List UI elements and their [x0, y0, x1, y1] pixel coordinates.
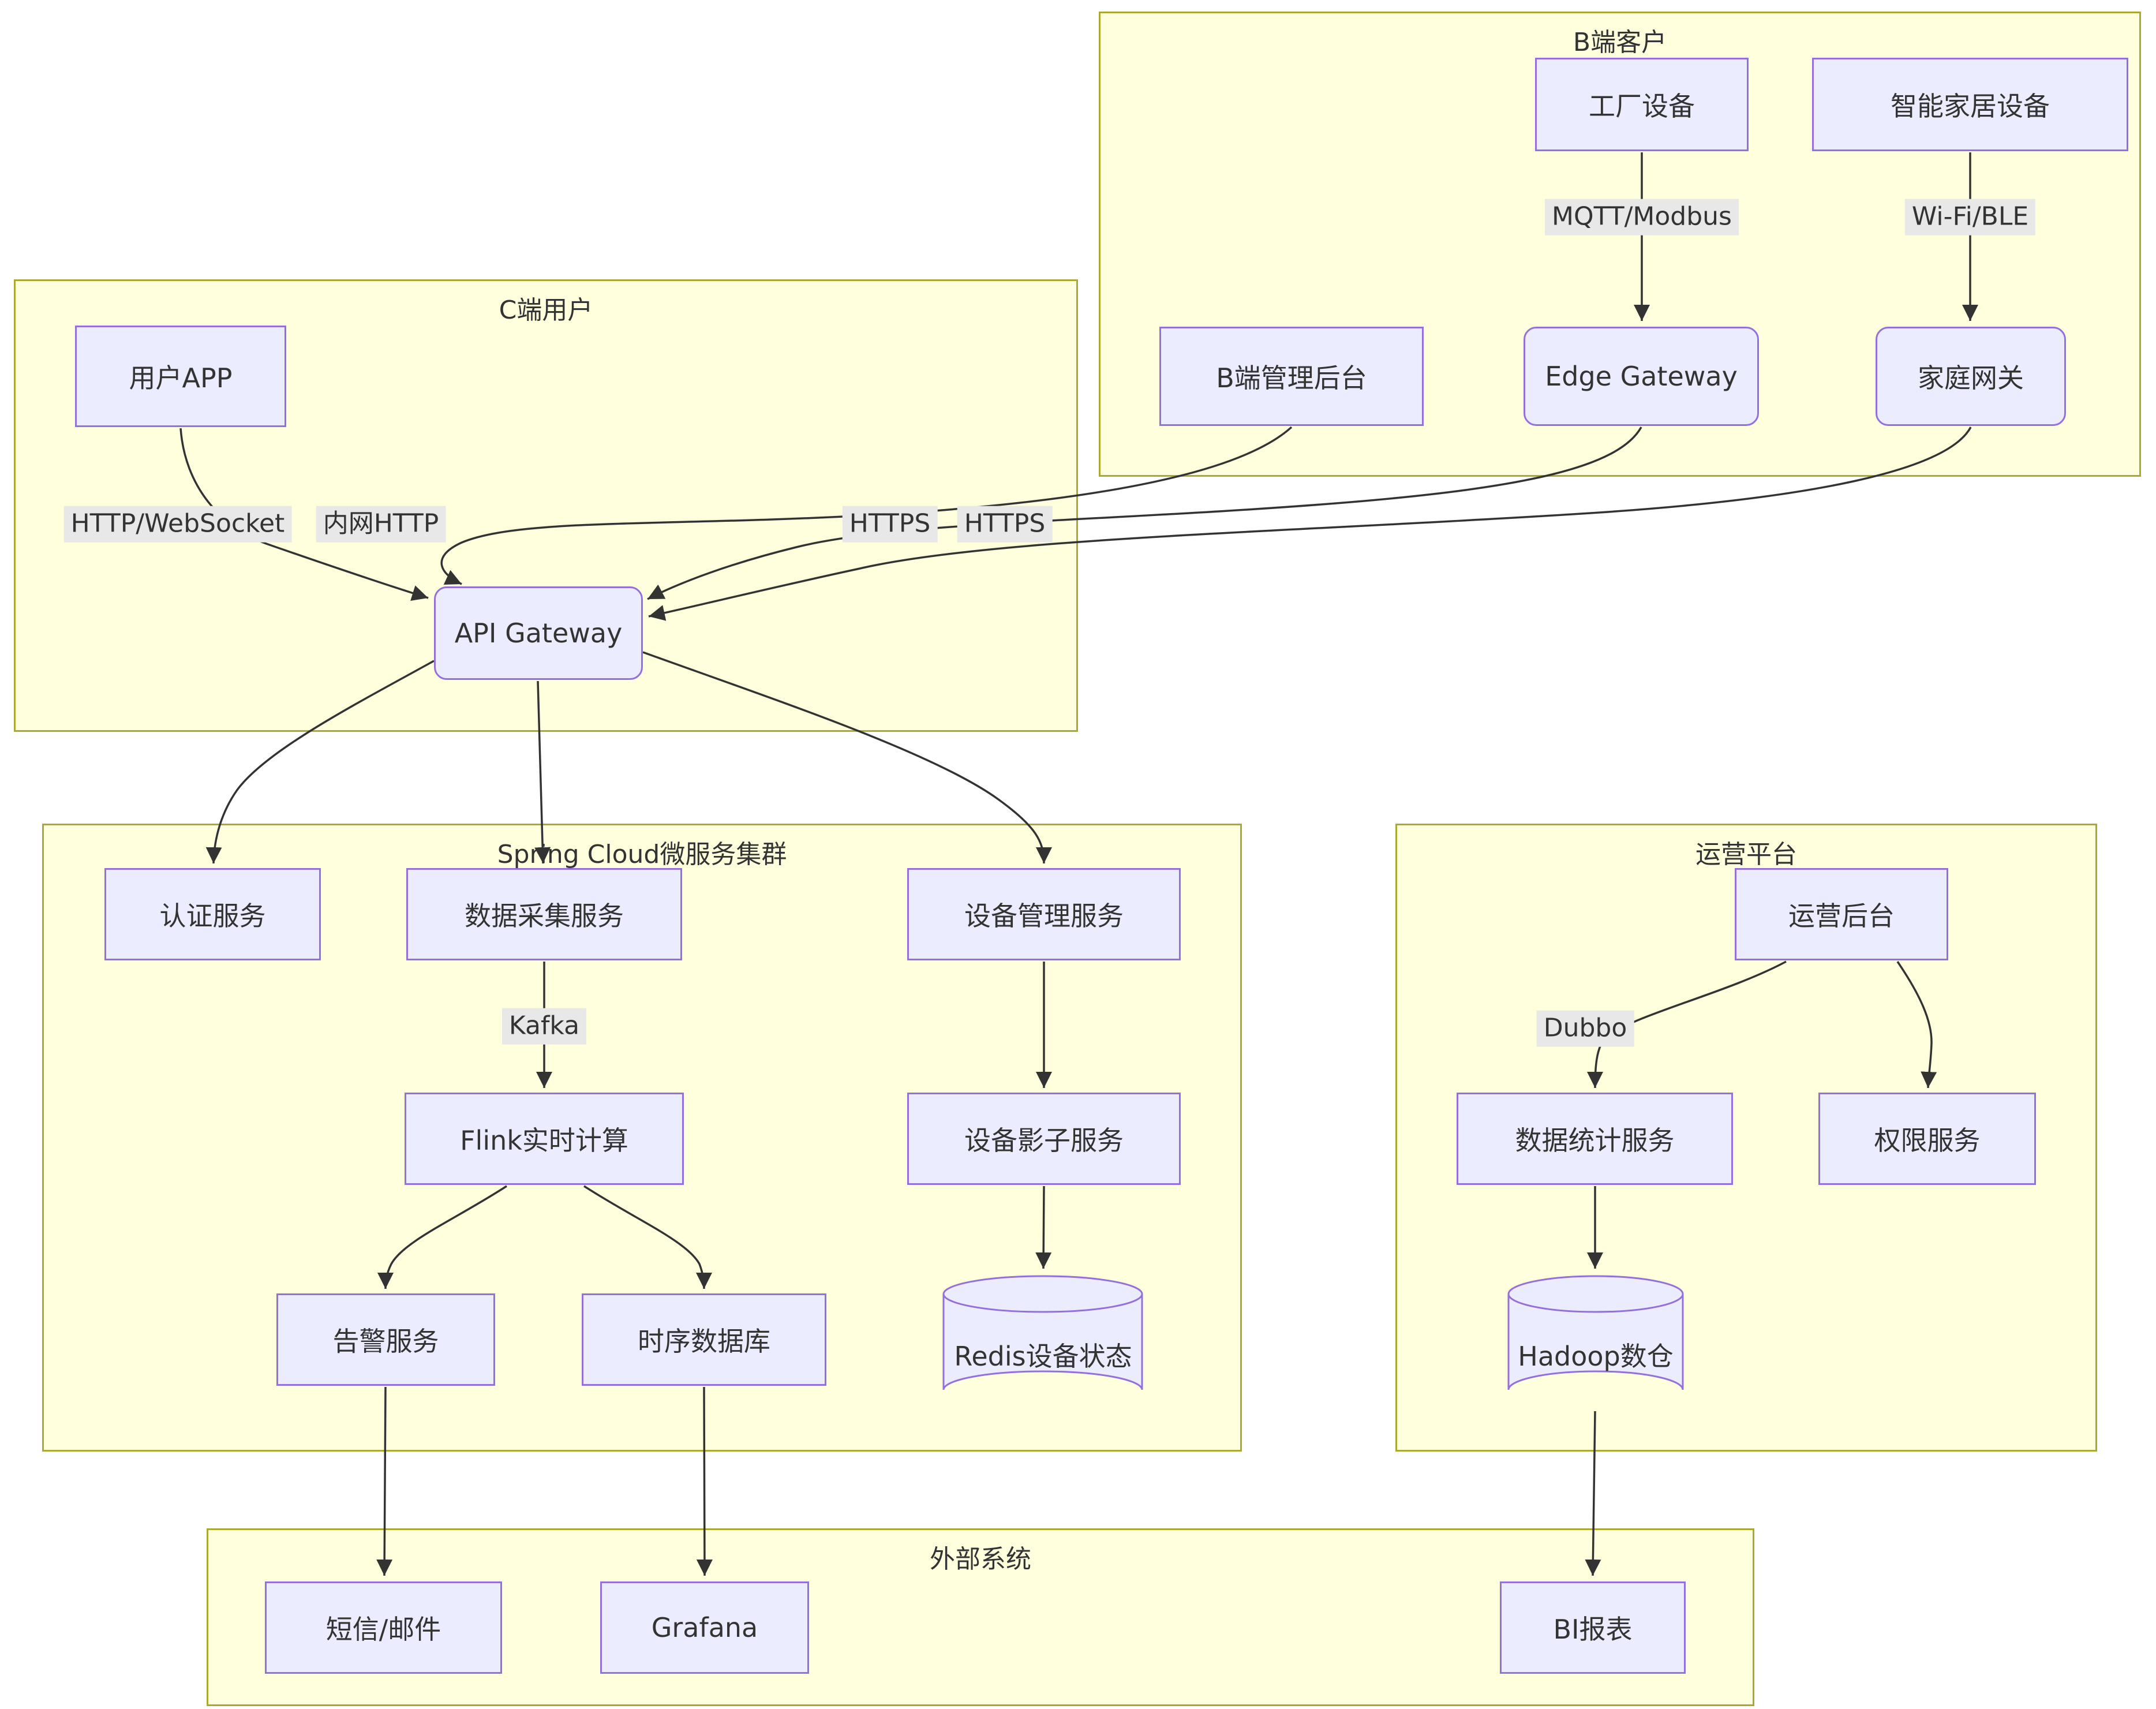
- cluster-title-operations: 运营平台: [1695, 840, 1797, 869]
- node-bi-report: BI报表: [1500, 1581, 1686, 1674]
- node-device-mgmt-service: 设备管理服务: [907, 868, 1181, 960]
- node-redis-device-state: Redis设备状态: [942, 1274, 1144, 1409]
- database-cylinder-icon: [1507, 1275, 1684, 1390]
- node-label-data-collect-service: 数据采集服务: [465, 900, 624, 932]
- node-timeseries-db: 时序数据库: [582, 1293, 826, 1386]
- cluster-title-b-customers: B端客户: [1573, 28, 1667, 57]
- node-home-gateway: 家庭网关: [1876, 327, 2066, 426]
- node-label-home-gateway: 家庭网关: [1918, 362, 2024, 394]
- node-b-admin-backend: B端管理后台: [1159, 327, 1424, 426]
- node-label-grafana: Grafana: [651, 1612, 758, 1643]
- edge-label-http-websocket: HTTP/WebSocket: [63, 506, 292, 543]
- node-data-collect-service: 数据采集服务: [406, 868, 682, 960]
- edge-label-mqtt-modbus: MQTT/Modbus: [1545, 199, 1739, 235]
- node-label-sms-email: 短信/邮件: [325, 1614, 441, 1645]
- node-label-alert-service: 告警服务: [332, 1326, 439, 1357]
- node-label-smart-home-devices: 智能家居设备: [1891, 91, 2050, 122]
- node-edge-gateway: Edge Gateway: [1524, 327, 1759, 426]
- node-label-flink-realtime: Flink实时计算: [460, 1125, 628, 1156]
- cluster-title-spring-cloud: Spring Cloud微服务集群: [497, 840, 787, 869]
- database-cylinder-icon: [942, 1275, 1143, 1390]
- node-label-factory-devices: 工厂设备: [1589, 91, 1695, 122]
- node-smart-home-devices: 智能家居设备: [1812, 58, 2128, 151]
- node-label-b-admin-backend: B端管理后台: [1216, 362, 1367, 394]
- node-auth-service: 认证服务: [104, 868, 321, 960]
- node-label-device-shadow-service: 设备影子服务: [964, 1125, 1124, 1156]
- node-label-user-app: 用户APP: [129, 362, 233, 394]
- cluster-title-external-systems: 外部系统: [930, 1545, 1031, 1574]
- node-label-permission-service: 权限服务: [1874, 1125, 1981, 1156]
- node-user-app: 用户APP: [75, 326, 286, 427]
- cluster-title-c-users: C端用户: [499, 296, 593, 325]
- node-label-auth-service: 认证服务: [159, 900, 266, 932]
- node-label-api-gateway: API Gateway: [454, 618, 623, 649]
- edge-label-dubbo: Dubbo: [1536, 1010, 1634, 1047]
- node-label-bi-report: BI报表: [1553, 1614, 1633, 1645]
- node-label-edge-gateway: Edge Gateway: [1545, 361, 1738, 392]
- node-label-ops-backend: 运营后台: [1788, 900, 1895, 932]
- node-label-redis-device-state: Redis设备状态: [954, 1341, 1132, 1372]
- node-label-data-stats-service: 数据统计服务: [1515, 1125, 1675, 1156]
- node-label-device-mgmt-service: 设备管理服务: [964, 900, 1124, 932]
- node-sms-email: 短信/邮件: [265, 1581, 502, 1674]
- node-api-gateway: API Gateway: [434, 586, 643, 680]
- edge-label-https-home-gateway: HTTPS: [957, 506, 1053, 543]
- edge-label-https-edge-gateway: HTTPS: [842, 506, 938, 543]
- edge-label-wifi-ble: Wi-Fi/BLE: [1904, 199, 2036, 235]
- node-label-hadoop-warehouse: Hadoop数仓: [1518, 1341, 1674, 1372]
- node-flink-realtime: Flink实时计算: [405, 1093, 684, 1185]
- node-permission-service: 权限服务: [1818, 1093, 2036, 1185]
- node-data-stats-service: 数据统计服务: [1457, 1093, 1733, 1185]
- node-ops-backend: 运营后台: [1735, 868, 1948, 960]
- edge-label-intranet-http: 内网HTTP: [316, 506, 446, 543]
- edge-label-kafka: Kafka: [501, 1008, 587, 1045]
- node-device-shadow-service: 设备影子服务: [907, 1093, 1181, 1185]
- node-hadoop-warehouse: Hadoop数仓: [1507, 1274, 1685, 1409]
- node-grafana: Grafana: [600, 1581, 809, 1674]
- node-alert-service: 告警服务: [276, 1293, 495, 1386]
- node-label-timeseries-db: 时序数据库: [638, 1326, 770, 1357]
- node-factory-devices: 工厂设备: [1535, 58, 1749, 151]
